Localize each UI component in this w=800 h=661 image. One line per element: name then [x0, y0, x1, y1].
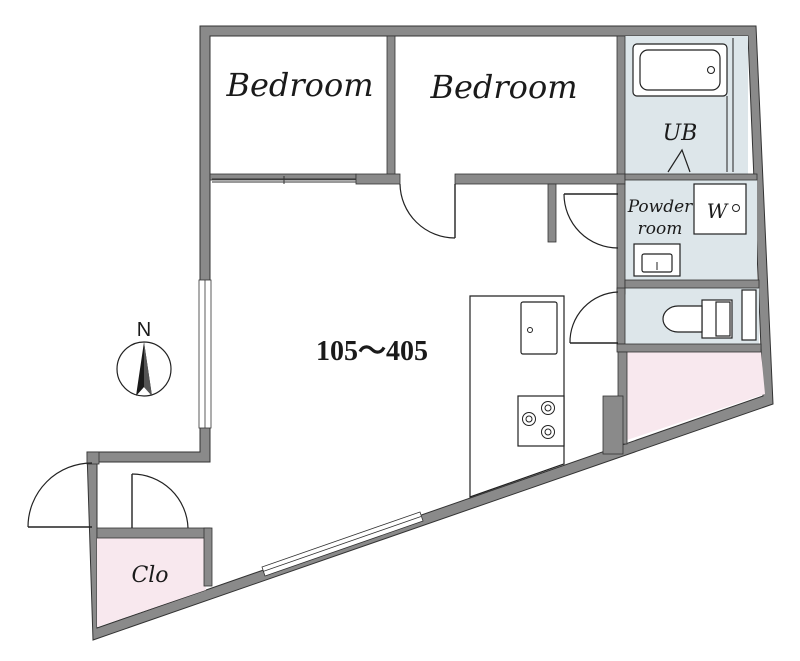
wall-toilet-left	[616, 287, 626, 345]
wall-entry-bottom	[96, 527, 211, 539]
wall-closet-right	[203, 527, 213, 587]
storage-areas	[97, 352, 765, 627]
door-toilet[interactable]	[569, 291, 619, 344]
room-label-bedroom-right: Bedroom	[429, 68, 577, 106]
window-left	[198, 279, 212, 429]
wall-between-bedrooms	[386, 35, 396, 177]
door-powder-room[interactable]	[563, 193, 619, 249]
door-entrance[interactable]	[27, 462, 93, 528]
door-bedroom-right[interactable]	[399, 183, 456, 239]
toilet	[662, 289, 757, 341]
wall-entry-left	[86, 451, 100, 465]
wall-powder-left	[616, 183, 626, 295]
wall-bedrooms-bottom-right	[454, 173, 626, 185]
wall-stub-hall	[547, 183, 557, 243]
washer-space	[693, 183, 747, 235]
wall-powder-bottom	[624, 279, 760, 289]
room-label-powder-line1: Powder	[627, 197, 693, 217]
room-label-bedroom-left: Bedroom	[225, 66, 373, 104]
door-closet[interactable]	[131, 473, 189, 529]
interior-walls	[86, 35, 762, 587]
wall-storage-pillar	[602, 395, 624, 455]
kitchen-counter	[469, 295, 565, 498]
wall-toilet-bottom	[616, 343, 762, 353]
room-label-unit-bath: UB	[663, 121, 698, 146]
room-label-powder-line2: room	[638, 219, 683, 239]
bedroom-sliding-door[interactable]	[212, 176, 356, 184]
window-bottom	[261, 511, 424, 577]
storage-closet-right	[627, 352, 765, 440]
wall-bath-bottom	[624, 173, 758, 181]
room-label-washer: W	[707, 199, 729, 223]
closet-floor	[97, 538, 206, 627]
unit-number-label: 105～405	[316, 336, 428, 367]
wall-bedroom-right-to-bath	[616, 35, 626, 177]
washbasin	[633, 243, 681, 277]
bathtub	[632, 38, 734, 172]
compass-n-label: N	[137, 319, 151, 341]
wall-bedrooms-bottom-mid	[355, 173, 401, 185]
bath-folding-door[interactable]	[667, 148, 691, 173]
room-label-closet: Clo	[131, 563, 168, 588]
north-compass: N	[116, 319, 172, 397]
